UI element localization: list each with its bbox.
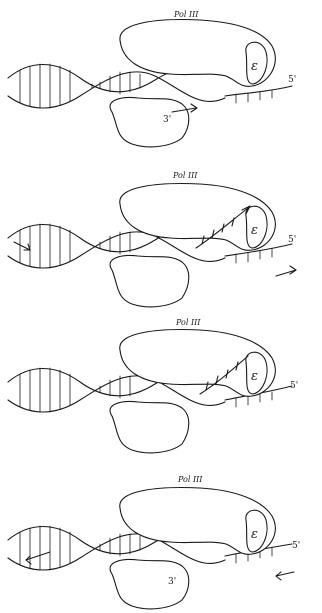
panel-4-title: Pol III <box>177 475 203 484</box>
panel-2-arrow-right <box>276 270 296 276</box>
panel-4-5prime-label: 5' <box>292 541 300 551</box>
panel-2-clamp <box>110 256 189 307</box>
panel-3: Pol III ε 5' <box>8 318 298 453</box>
panel-2-5prime-label: 5' <box>288 235 296 245</box>
panel-3-clamp <box>110 402 189 453</box>
panel-2: Pol III ε 5' <box>8 171 296 307</box>
panel-4-epsilon-label: ε <box>251 527 258 542</box>
panel-1-epsilon-label: ε <box>251 59 258 74</box>
panel-4-clamp <box>110 560 189 609</box>
panel-2-epsilon-label: ε <box>251 223 258 238</box>
panel-1-title: Pol III <box>173 10 199 19</box>
panel-1-5prime-label: 5' <box>288 75 296 85</box>
panel-3-epsilon-label: ε <box>251 369 258 384</box>
panel-2-arrow-left <box>14 242 30 250</box>
panel-2-title: Pol III <box>172 171 198 180</box>
panel-1-3prime-label: 3' <box>163 115 171 125</box>
panel-1-clamp <box>110 98 189 147</box>
panel-4: Pol III ε 3' 5' <box>8 475 300 609</box>
panel-4-3prime-label: 3' <box>168 577 176 587</box>
panel-1-template-tail <box>225 86 292 96</box>
panel-3-title: Pol III <box>175 318 201 327</box>
panel-3-5prime-label: 5' <box>290 381 298 391</box>
panel-1: Pol III ε 3' 5' <box>8 10 296 147</box>
